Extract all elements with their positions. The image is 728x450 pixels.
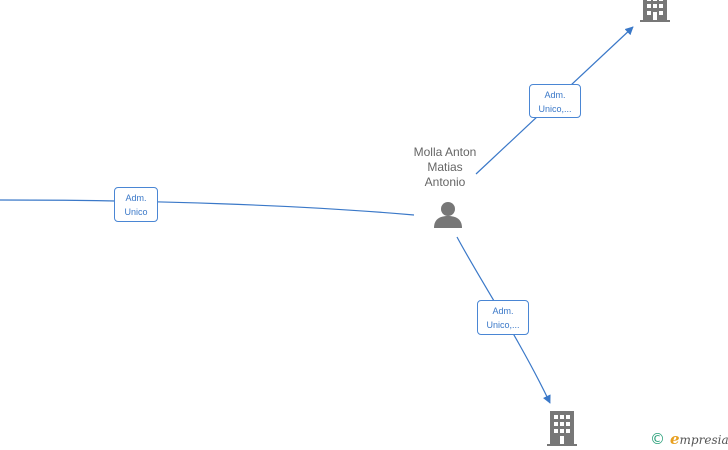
person-name-line: Matias — [427, 160, 463, 174]
edge-label-top-company[interactable]: Adm. Unico,... — [529, 84, 581, 118]
edge-label-line: Unico,... — [486, 320, 520, 330]
watermark: © empresia — [650, 428, 728, 450]
person-name-line: Antonio — [424, 175, 466, 189]
edge-label-left[interactable]: Adm. Unico — [114, 187, 158, 222]
brand-logo: empresia — [670, 430, 728, 448]
edge-label-line: Unico,... — [538, 104, 572, 114]
edge-label-bottom-company[interactable]: Adm. Unico,... — [477, 300, 529, 335]
copyright-icon: © — [650, 430, 665, 448]
building-icon[interactable] — [547, 411, 577, 446]
edge-line-left — [0, 199, 415, 216]
edge-label-line: Adm. — [544, 90, 566, 100]
person-icon[interactable] — [433, 200, 463, 230]
edge-label-line: Adm. — [492, 306, 514, 316]
person-name-line: Molla Anton — [413, 145, 477, 159]
person-name-label[interactable]: Molla Anton Matias Antonio — [400, 145, 490, 190]
edge-label-line: Unico — [124, 207, 148, 217]
edge-label-line: Adm. — [125, 193, 147, 203]
building-icon[interactable] — [640, 0, 670, 22]
